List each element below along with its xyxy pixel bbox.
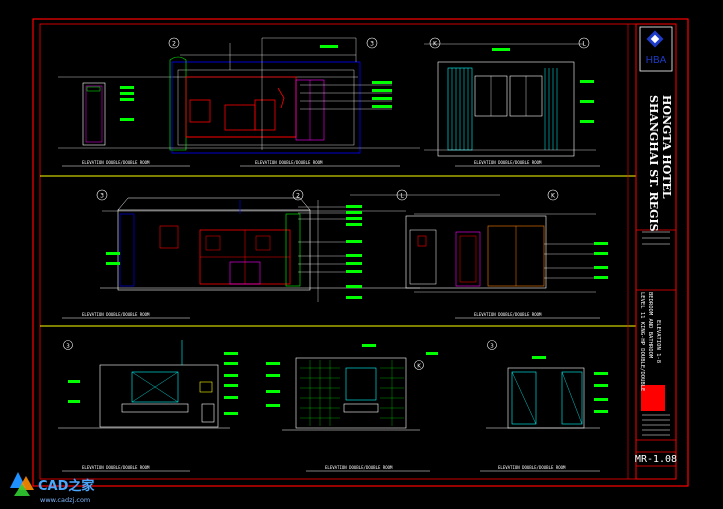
grid-bubble-label: K bbox=[551, 193, 556, 200]
elevation-title-7: ELEVATION DOUBLE/DOUBLE ROOM bbox=[325, 465, 393, 470]
elevation-title-2: ELEVATION DOUBLE/DOUBLE ROOM bbox=[255, 160, 323, 165]
grid-bubble-label: 2 bbox=[172, 41, 176, 48]
elevation-title-4: ELEVATION DOUBLE/DOUBLE ROOM bbox=[82, 312, 150, 317]
elevation-row-1: ELEVATION DOUBLE/DOUBLE ROOM ELEVATION D… bbox=[58, 37, 600, 167]
project-title-line1: SHANGHAI ST. REGIS bbox=[647, 95, 660, 232]
watermark-brand: CAD之家 bbox=[38, 478, 95, 494]
elevation-title-8: ELEVATION DOUBLE/DOUBLE ROOM bbox=[498, 465, 566, 470]
grid-bubbles-row-3: 3 K 3 bbox=[63, 340, 497, 370]
elevation-title-3: ELEVATION DOUBLE/DOUBLE ROOM bbox=[474, 160, 542, 165]
grid-bubble-label: 2 bbox=[296, 193, 300, 200]
grid-bubble-label: K bbox=[433, 41, 438, 48]
grid-bubble-label: 3 bbox=[490, 344, 494, 350]
grid-bubble-label: 3 bbox=[370, 41, 374, 48]
grid-bubble-label: 3 bbox=[66, 344, 70, 350]
elevation-title-6: ELEVATION DOUBLE/DOUBLE ROOM bbox=[82, 465, 150, 470]
sheet-description-1: LEVEL 11 KING-HP DOUBLE/DOUBLE bbox=[639, 292, 645, 391]
grid-bubble-label: K bbox=[417, 364, 421, 370]
sheet-description-3: ELEVATION 1-8 bbox=[655, 320, 661, 363]
elevation-row-3: ELEVATION DOUBLE/DOUBLE ROOM ELEVATION D… bbox=[58, 340, 608, 472]
project-title-line2: HONGTA HOTEL bbox=[660, 95, 673, 199]
grid-bubble-label: L bbox=[582, 41, 586, 48]
hba-logo-icon bbox=[646, 30, 664, 48]
grid-bubble-label: L bbox=[400, 193, 404, 200]
stamp-block bbox=[641, 385, 665, 411]
elevation-row-2: ELEVATION DOUBLE/DOUBLE ROOM ELEVATION D… bbox=[62, 189, 608, 319]
sheet-description-2: BEDROOM AND BATHROOM bbox=[647, 292, 653, 359]
watermark-url: www.cadzj.com bbox=[40, 496, 90, 504]
elevation-title-1: ELEVATION DOUBLE/DOUBLE ROOM bbox=[82, 160, 150, 165]
grid-bubbles-row-2: 3 2 L K bbox=[96, 189, 559, 201]
logo-text: HBA bbox=[646, 55, 667, 66]
cad-logo-icon bbox=[10, 472, 34, 496]
elevation-title-5: ELEVATION DOUBLE/DOUBLE ROOM bbox=[474, 312, 542, 317]
grid-bubbles-row-1: 2 3 K L bbox=[168, 37, 590, 49]
grid-bubble-label: 3 bbox=[100, 193, 104, 200]
title-block: HBA bbox=[627, 23, 677, 480]
cad-watermark: CAD之家 www.cadzj.com bbox=[10, 472, 95, 504]
sheet-number: MR-1.08 bbox=[635, 454, 677, 465]
